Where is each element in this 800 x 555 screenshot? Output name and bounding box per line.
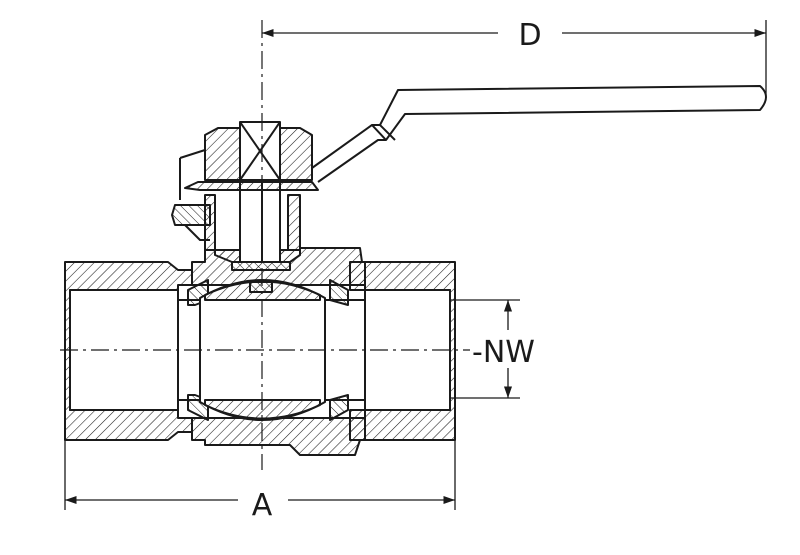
dimension-d (262, 20, 767, 96)
dimension-nw-text: NW (483, 335, 535, 370)
valve-stem (231, 179, 291, 271)
bore-lines (178, 299, 350, 401)
gland-nut (204, 121, 313, 181)
center-lines (60, 20, 470, 470)
dimension-d-label: D (518, 18, 541, 53)
right-end-body (349, 261, 456, 441)
left-end-body (64, 261, 193, 441)
dimension-a-label: A (252, 488, 273, 523)
valve-handle (171, 85, 767, 241)
dimension-nw (450, 299, 520, 399)
dimension-a (64, 440, 456, 510)
dimension-nw-label: -NW (472, 335, 535, 370)
